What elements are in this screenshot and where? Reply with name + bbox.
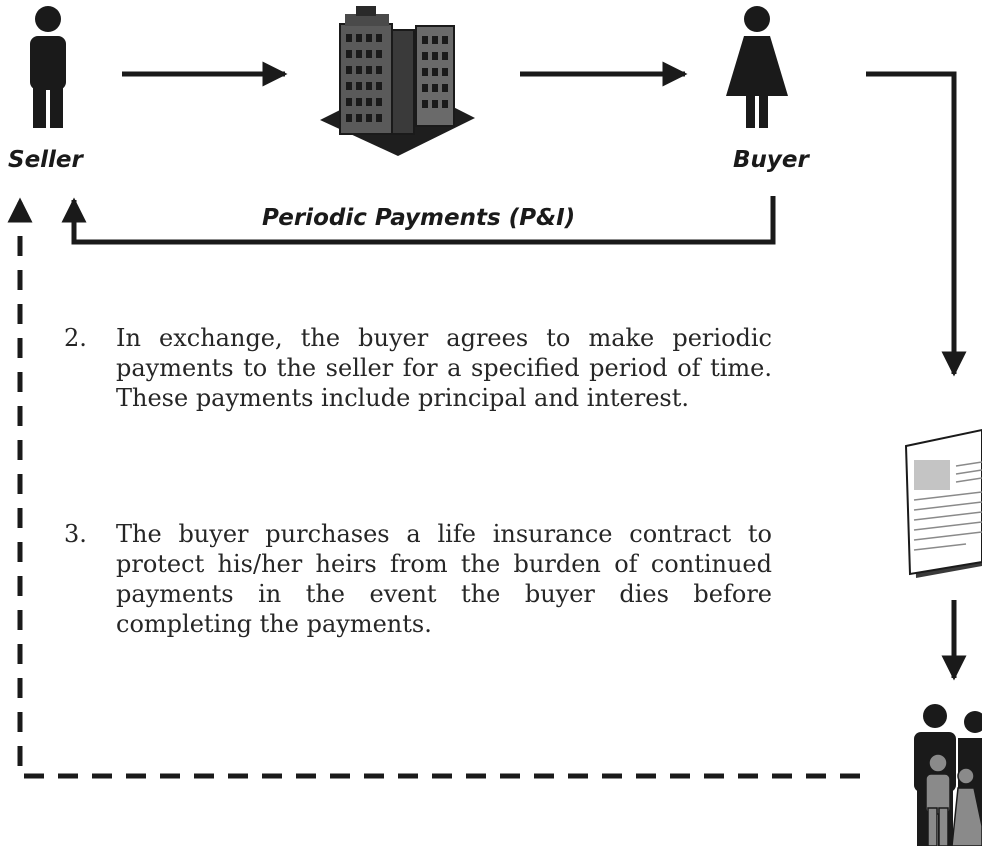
heirs-family-icon: [914, 704, 982, 847]
building-icon: [320, 6, 475, 156]
step-2: 2. In exchange, the buyer agrees to make…: [64, 323, 776, 419]
arrow-buyer-to-contract: [866, 71, 967, 377]
buyer-person-icon: [726, 6, 788, 128]
step-2-text: In exchange, the buyer agrees to make pe…: [116, 324, 772, 412]
seller-label: Seller: [8, 147, 83, 173]
step-3-text: The buyer purchases a life insurance con…: [116, 520, 772, 638]
step-3: 3. The buyer purchases a life insurance …: [64, 519, 776, 645]
payments-arrow: [61, 196, 776, 245]
step-3-number: 3.: [64, 520, 87, 548]
seller-person-icon: [30, 6, 66, 128]
step-2-number: 2.: [64, 324, 87, 352]
dashed-heirs-to-seller-arrow: [7, 197, 860, 779]
insurance-contract-icon: [904, 428, 982, 578]
buyer-label: Buyer: [733, 147, 809, 173]
periodic-payments-label: Periodic Payments (P&I): [262, 205, 576, 231]
